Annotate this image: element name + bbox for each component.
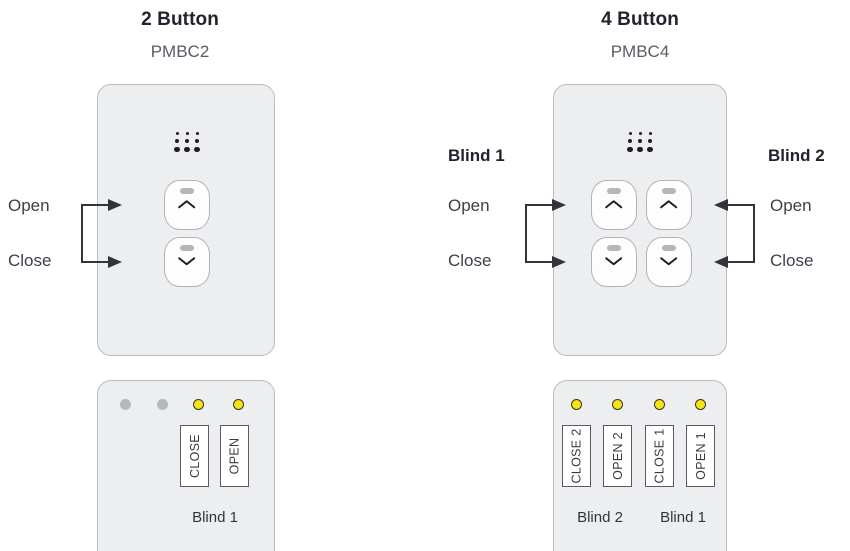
dot	[175, 131, 179, 135]
terminal-block: OPEN 1	[686, 425, 715, 487]
blind2-close-button[interactable]	[646, 237, 692, 287]
terminal-label: CLOSE	[187, 434, 202, 478]
terminal-block: CLOSE	[180, 425, 209, 487]
arrow-bracket-blind1	[525, 199, 566, 268]
blind1-open-label: Open	[448, 196, 490, 215]
chevron-up-icon	[604, 199, 623, 210]
terminal-label: OPEN 1	[693, 432, 708, 480]
device-title-pmbc4: 4 Button	[601, 9, 679, 30]
device-model-pmbc4: PMBC4	[610, 42, 670, 61]
dot	[637, 138, 643, 143]
dot	[174, 146, 180, 153]
dot	[194, 146, 200, 153]
dot	[647, 138, 653, 143]
terminal-block: OPEN 2	[603, 425, 632, 487]
arrow-bracket-pmbc2	[81, 199, 122, 268]
blind-footer-label: Blind 1	[192, 509, 238, 526]
dot	[185, 131, 189, 135]
device-model-pmbc2: PMBC2	[150, 42, 210, 61]
blind-footer-label: Blind 2	[577, 509, 623, 526]
button-led-strip	[661, 188, 677, 194]
blind2-open-button[interactable]	[646, 180, 692, 230]
close-label-pmbc2: Close	[8, 251, 52, 270]
led-indicator	[233, 399, 244, 410]
button-led-strip	[179, 188, 195, 194]
panel-pmbc4-front	[553, 84, 727, 356]
dot	[638, 131, 642, 135]
button-led-strip	[606, 188, 622, 194]
dot	[194, 138, 200, 143]
chevron-up-icon	[659, 199, 678, 210]
led-indicator	[120, 399, 131, 410]
button-led-strip	[179, 245, 195, 251]
terminal-block: CLOSE 2	[562, 425, 591, 487]
dot	[195, 131, 199, 135]
chevron-up-icon	[177, 199, 196, 210]
dot	[637, 146, 643, 153]
chevron-down-icon	[659, 256, 678, 267]
terminal-label: OPEN	[227, 437, 242, 475]
open-label-pmbc2: Open	[8, 196, 50, 215]
led-indicator	[695, 399, 706, 410]
led-indicator	[571, 399, 582, 410]
dot	[627, 146, 633, 153]
dot	[174, 138, 180, 143]
dot	[648, 131, 652, 135]
dot	[647, 146, 653, 153]
terminal-block: CLOSE 1	[645, 425, 674, 487]
blind2-open-label: Open	[770, 196, 812, 215]
blind1-close-label: Close	[448, 251, 492, 270]
blind-footer-label: Blind 1	[660, 509, 706, 526]
blind1-close-button[interactable]	[591, 237, 637, 287]
open-button[interactable]	[164, 180, 210, 230]
dot	[627, 138, 633, 143]
chevron-down-icon	[604, 256, 623, 267]
terminal-label: OPEN 2	[610, 432, 625, 480]
led-indicator	[654, 399, 665, 410]
led-indicator	[612, 399, 623, 410]
blind1-open-button[interactable]	[591, 180, 637, 230]
terminal-block: OPEN	[220, 425, 249, 487]
close-button[interactable]	[164, 237, 210, 287]
led-indicator	[157, 399, 168, 410]
arrow-bracket-blind2	[714, 199, 755, 268]
dot	[184, 146, 190, 153]
button-led-strip	[606, 245, 622, 251]
dot	[184, 138, 190, 143]
terminal-label: CLOSE 2	[569, 428, 584, 484]
blind2-close-label: Close	[770, 251, 814, 270]
dot	[628, 131, 632, 135]
blind2-group-heading: Blind 2	[768, 146, 825, 165]
blind1-group-heading: Blind 1	[448, 146, 505, 165]
terminal-label: CLOSE 1	[652, 428, 667, 484]
device-title-pmbc2: 2 Button	[141, 9, 219, 30]
sensor-dots-pmbc2	[172, 130, 202, 154]
sensor-dots-pmbc4	[625, 130, 655, 154]
chevron-down-icon	[177, 256, 196, 267]
button-led-strip	[661, 245, 677, 251]
led-indicator	[193, 399, 204, 410]
